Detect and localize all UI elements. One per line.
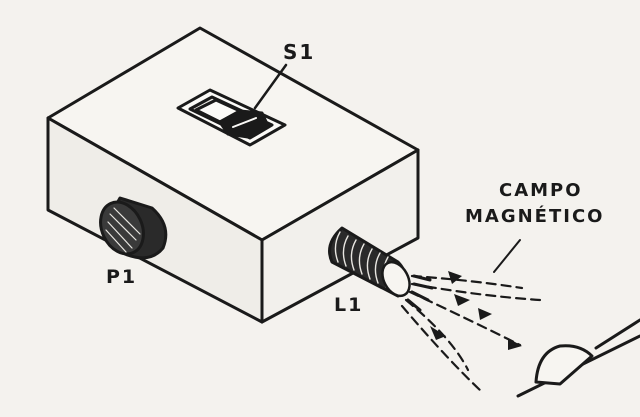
field-label-line2: MAGNÉTICO — [465, 206, 605, 227]
knob-label: P1 — [106, 266, 138, 288]
rocker-highlight — [232, 117, 257, 128]
field-label-leader — [493, 239, 521, 273]
field-arrow — [508, 338, 522, 350]
coil-stubs — [406, 274, 434, 312]
field-arrow — [478, 308, 492, 320]
switch-label: S1 — [283, 40, 316, 64]
coil-l1 — [328, 226, 411, 298]
switch-s1 — [176, 63, 288, 147]
coil-end — [381, 260, 411, 298]
field-arrows — [430, 271, 522, 350]
knob-p1 — [99, 196, 168, 260]
field-line — [400, 304, 484, 394]
knob-knurl — [105, 207, 141, 253]
object-bump — [534, 344, 594, 386]
magnetic-field-lines — [400, 274, 542, 394]
field-arrow — [448, 271, 462, 284]
field-line — [410, 274, 524, 290]
field-label-line1: CAMPO — [499, 180, 583, 201]
field-arrow — [454, 294, 470, 306]
object-top-edge — [594, 318, 640, 350]
switch-leader — [253, 63, 288, 110]
object-outline — [516, 318, 640, 398]
field-arrow — [430, 326, 446, 340]
coil-label: L1 — [334, 294, 364, 316]
